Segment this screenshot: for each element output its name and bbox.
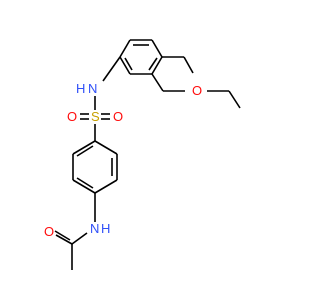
aromatic-double-bond [148, 57, 158, 71]
bond [151, 39, 163, 58]
atom-label-sulfur: S [91, 109, 100, 124]
molecule-structure: N H O S O O N H O [44, 39, 241, 270]
bond [228, 90, 241, 109]
bond [94, 140, 118, 155]
bond [151, 56, 163, 75]
bond [72, 179, 96, 194]
bond [183, 56, 194, 74]
ethoxyphenyl-ring [119, 39, 163, 75]
aromatic-double-bond [76, 177, 94, 189]
bond [94, 179, 118, 194]
bond [119, 39, 131, 58]
sulfonyl-group [80, 113, 110, 120]
atom-label-oxygen: O [192, 83, 202, 98]
atom-label-nitrogen: N [90, 221, 99, 236]
atom-label-oxygen: O [113, 109, 123, 124]
aromatic-double-bond [76, 145, 94, 157]
bond [119, 56, 131, 75]
bond [151, 73, 164, 92]
atom-label-hydrogen: H [76, 81, 85, 96]
double-bond [55, 234, 73, 245]
acetyl-group [54, 230, 88, 270]
phenylene-ring [72, 140, 118, 194]
bond [102, 56, 121, 82]
atom-label-hydrogen: H [101, 221, 110, 236]
ethoxy-group [151, 56, 241, 109]
aromatic-double-bond [124, 57, 133, 71]
atom-label-oxygen: O [44, 224, 54, 239]
atom-label-oxygen: O [67, 109, 77, 124]
bond [72, 140, 96, 155]
bond [71, 232, 88, 245]
atom-label-nitrogen: N [88, 81, 97, 96]
structure-canvas: N H O S O O N H O [44, 39, 241, 270]
double-bond [54, 230, 71, 241]
